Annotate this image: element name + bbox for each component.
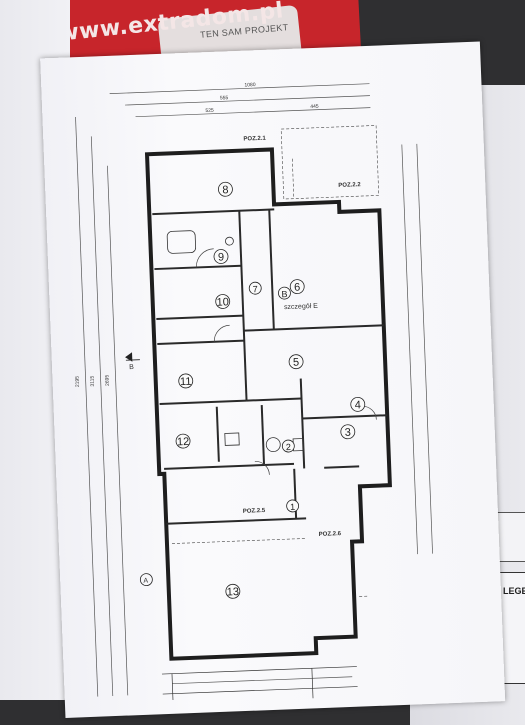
section-labels: A B	[129, 364, 148, 585]
room-number: B	[281, 289, 287, 299]
section-a-label: A	[143, 578, 148, 585]
room-number: 6	[294, 281, 301, 293]
dim-label: 2695	[104, 374, 110, 386]
room-number: 8	[222, 184, 229, 196]
room-number: 7	[253, 284, 258, 294]
room-number: 3	[345, 427, 352, 439]
room-number: 2	[286, 442, 291, 452]
tag-poz25: POZ.2.5	[243, 508, 266, 515]
floor-plan-drawing: 1080 555 525 445 2195 3115 2695	[0, 0, 525, 700]
side-dimension-labels: 2195 3115 2695	[74, 374, 110, 387]
top-dimension-labels: 1080 555 525 445	[204, 80, 319, 114]
room-number: 12	[177, 436, 190, 448]
interior-walls	[152, 205, 391, 523]
tag-poz22: POZ.2.2	[338, 182, 361, 189]
dim-label: 1080	[244, 82, 256, 88]
room-number: 4	[355, 399, 362, 411]
dim-label: 555	[220, 95, 229, 101]
dim-label: 445	[310, 104, 319, 110]
photo-scene: www.extradom.pl TEN SAM PROJEKT LEGEN 10…	[0, 0, 525, 700]
section-b-label: B	[129, 364, 134, 371]
tag-poz21: POZ.2.1	[243, 136, 266, 143]
room-number: 1	[290, 502, 295, 512]
dim-label: 2195	[74, 376, 80, 388]
dim-label: 525	[205, 108, 214, 114]
detail-label: szczegół E	[284, 303, 318, 311]
dim-label: 3115	[89, 375, 95, 386]
room-number: 10	[216, 296, 229, 308]
section-markers	[126, 353, 153, 587]
dimension-lines	[75, 82, 438, 697]
room-number: 11	[180, 376, 192, 388]
room-number: 9	[218, 251, 225, 263]
room-number: 5	[293, 357, 300, 369]
position-tags: POZ.2.1 POZ.2.2 POZ.2.5 POZ.2.6 szczegół…	[228, 132, 374, 541]
tag-poz26: POZ.2.6	[319, 531, 342, 538]
room-number: 13	[227, 586, 240, 598]
